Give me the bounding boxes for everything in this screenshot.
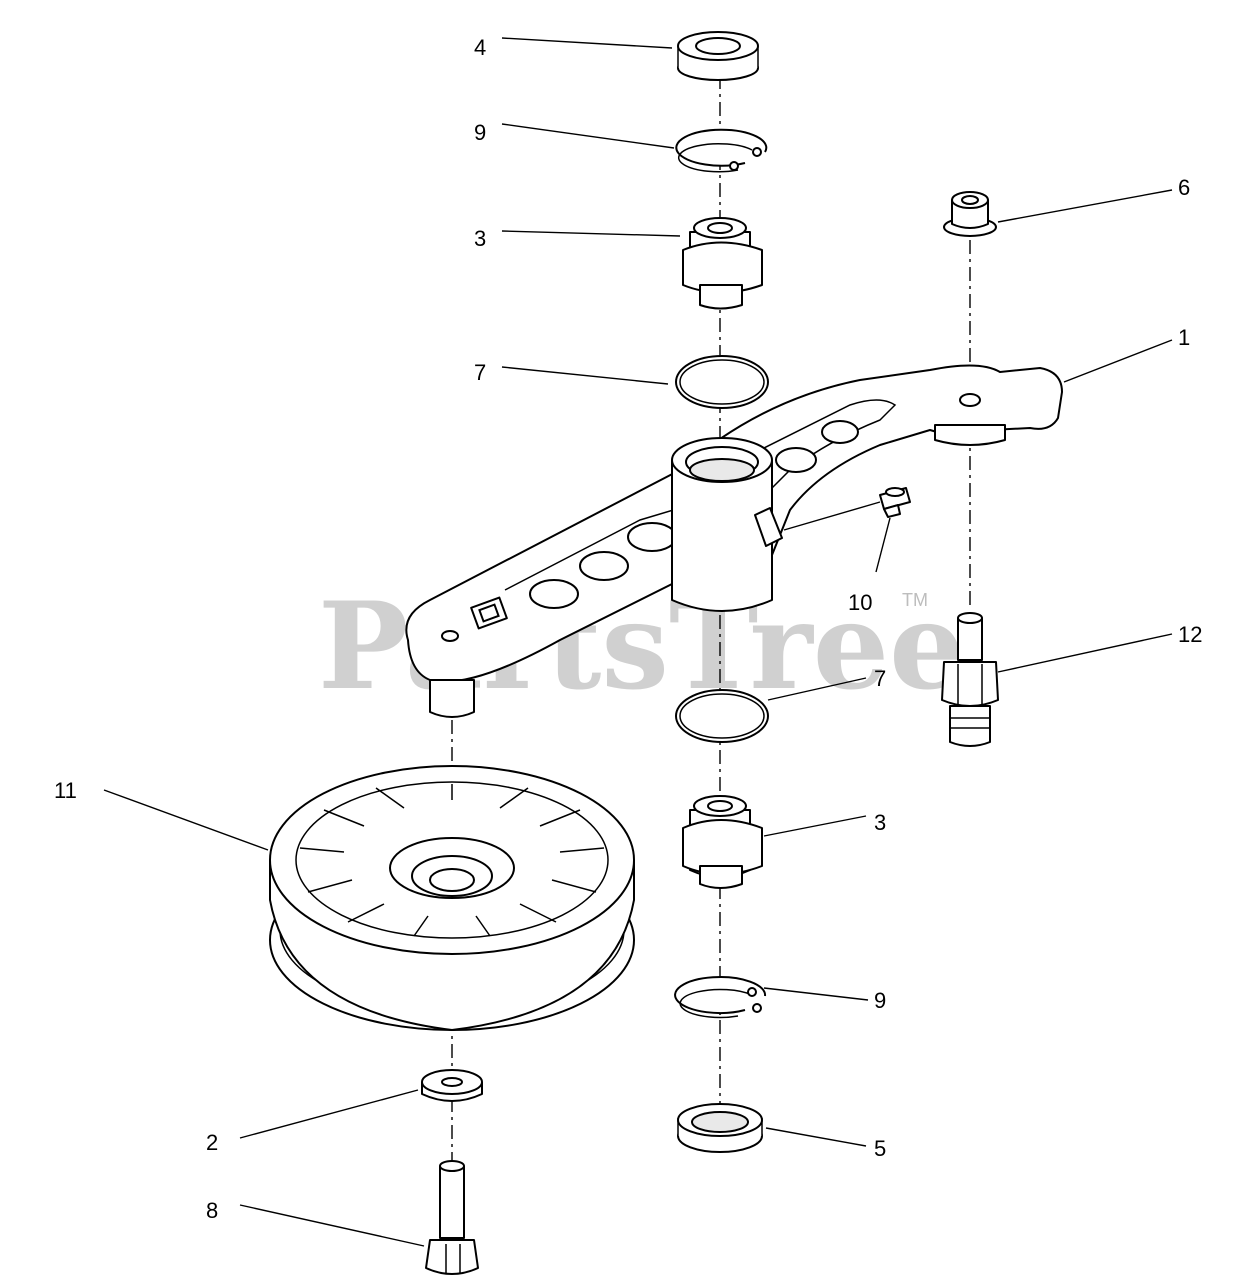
grease-fitting-part-10[interactable] xyxy=(879,487,911,518)
callout-9-top: 9 xyxy=(474,120,486,145)
callout-4: 4 xyxy=(474,35,486,60)
washer-part-2[interactable] xyxy=(421,1069,483,1102)
callout-8: 8 xyxy=(206,1198,218,1223)
callout-labels: 4 9 3 7 6 1 10 12 7 3 9 5 11 2 8 xyxy=(54,35,1202,1223)
flange-nut-part-6[interactable] xyxy=(943,191,997,237)
snap-ring-part-9-bottom[interactable] xyxy=(674,976,767,1019)
callout-6: 6 xyxy=(1178,175,1190,200)
callout-2: 2 xyxy=(206,1130,218,1155)
callout-10: 10 xyxy=(848,590,872,615)
callout-7-top: 7 xyxy=(474,360,486,385)
callout-1: 1 xyxy=(1178,325,1190,350)
callout-3-bottom: 3 xyxy=(874,810,886,835)
o-ring-part-7-top[interactable] xyxy=(675,355,769,409)
callout-9-bottom: 9 xyxy=(874,988,886,1013)
bolt-part-8[interactable] xyxy=(425,1160,479,1275)
idler-arm-part-1[interactable] xyxy=(405,364,1063,718)
watermark-trademark: TM xyxy=(902,590,928,610)
o-ring-part-7-bottom[interactable] xyxy=(675,689,769,743)
stud-part-12[interactable] xyxy=(941,612,999,747)
callout-3-top: 3 xyxy=(474,226,486,251)
callout-5: 5 xyxy=(874,1136,886,1161)
callout-7-bottom: 7 xyxy=(874,666,886,691)
seal-part-5[interactable] xyxy=(677,1103,763,1153)
snap-ring-part-9-top[interactable] xyxy=(675,128,768,173)
callout-11: 11 xyxy=(54,778,77,803)
callout-12: 12 xyxy=(1178,622,1202,647)
leader-lines xyxy=(103,37,1173,1247)
pulley-part-11[interactable] xyxy=(269,765,635,1031)
seal-part-4[interactable] xyxy=(677,31,759,81)
bearing-part-3-bottom[interactable] xyxy=(682,795,763,889)
pulley-spokes xyxy=(299,784,605,937)
bearing-part-3-top[interactable] xyxy=(682,217,763,310)
